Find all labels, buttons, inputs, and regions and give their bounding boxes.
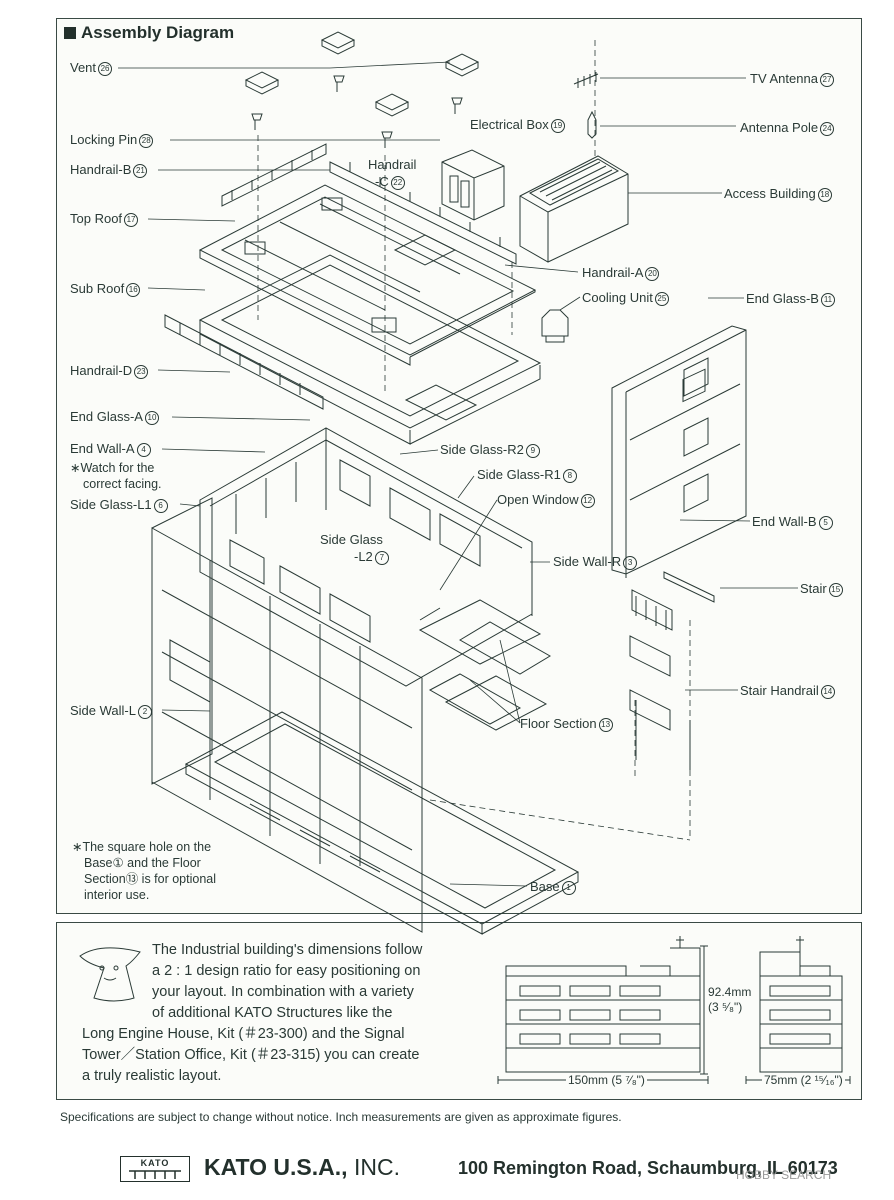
note-hole-2: Base① and the Floor [84, 856, 201, 870]
end-wall-b-part [611, 325, 747, 578]
stair-part [629, 571, 715, 770]
dimension-height-mm: 92.4mm [708, 985, 752, 999]
info-paragraph: The Industrial building's dimensions fol… [82, 940, 472, 1087]
top-roof-part [198, 184, 537, 366]
access-building-part [519, 155, 629, 263]
specs-note: Specifications are subject to change wit… [60, 1110, 622, 1124]
kato-logo: KATO [120, 1156, 190, 1182]
dimension-drawing-side [745, 936, 851, 1084]
antenna-part [573, 72, 599, 139]
info-line-6: Tower／Station Office, Kit (＃23-315) you … [82, 1047, 420, 1063]
info-line-7: a truly realistic layout. [82, 1068, 222, 1084]
dimension-drawing-front [497, 936, 709, 1084]
locking-pin-parts [251, 75, 463, 148]
footer: KATO KATO U.S.A., INC. 100 Remington Roa… [120, 1152, 880, 1186]
watermark: HOBBY SEARCH [736, 1168, 832, 1182]
alignment-lines [257, 40, 691, 841]
kato-mascot-drawing [79, 947, 141, 1002]
handrail-c-part [329, 161, 517, 265]
note-watch-1: ∗Watch for the [70, 461, 155, 475]
info-line-2: a 2 : 1 design ratio for easy positionin… [152, 963, 421, 979]
note-hole-1: ∗The square hole on the [72, 840, 212, 854]
handrail-d-part [164, 314, 324, 410]
sub-roof-part [198, 254, 542, 445]
label-side-glass-l2: Side Glass [320, 532, 383, 547]
note-hole-3: Section⑬ is for optional [84, 872, 217, 886]
dimension-width: 150mm (5 ⁷⁄₈") [566, 1073, 647, 1087]
info-line-1: The Industrial building's dimensions fol… [152, 942, 423, 958]
info-line-3: your layout. In combination with a varie… [152, 984, 414, 1000]
company-name: KATO U.S.A., INC. [204, 1154, 400, 1180]
title-square-icon [64, 27, 76, 39]
info-line-4: of additional KATO Structures like the [152, 1005, 393, 1021]
dimension-depth: 75mm (2 ¹⁵⁄₁₆") [762, 1073, 845, 1087]
vent-parts [244, 31, 480, 117]
side-wall-l-part [151, 497, 423, 933]
info-line-5: Long Engine House, Kit (＃23-300) and the… [82, 1026, 405, 1042]
kato-logo-text: KATO [140, 1158, 170, 1168]
title-text: Assembly Diagram [81, 23, 235, 42]
building-shell-part [199, 427, 551, 725]
info-frame [56, 922, 862, 1100]
dimension-height-in: (3 ⁵⁄₈") [708, 1000, 743, 1014]
base-part [184, 711, 580, 935]
company-address: 100 Remington Road, Schaumburg, IL 60173 [458, 1158, 838, 1178]
note-watch-2: correct facing. [83, 477, 162, 491]
kato-logo-icon [129, 1170, 181, 1179]
page-title: Assembly Diagram [64, 23, 234, 43]
cooling-unit-part [541, 309, 569, 343]
electrical-box-part [441, 149, 505, 221]
floor-section-part [418, 599, 548, 731]
note-hole-4: interior use. [84, 888, 150, 902]
label-handrail-c: Handrail [368, 157, 417, 172]
handrail-b-part [221, 143, 327, 207]
leader-lines [118, 61, 798, 887]
